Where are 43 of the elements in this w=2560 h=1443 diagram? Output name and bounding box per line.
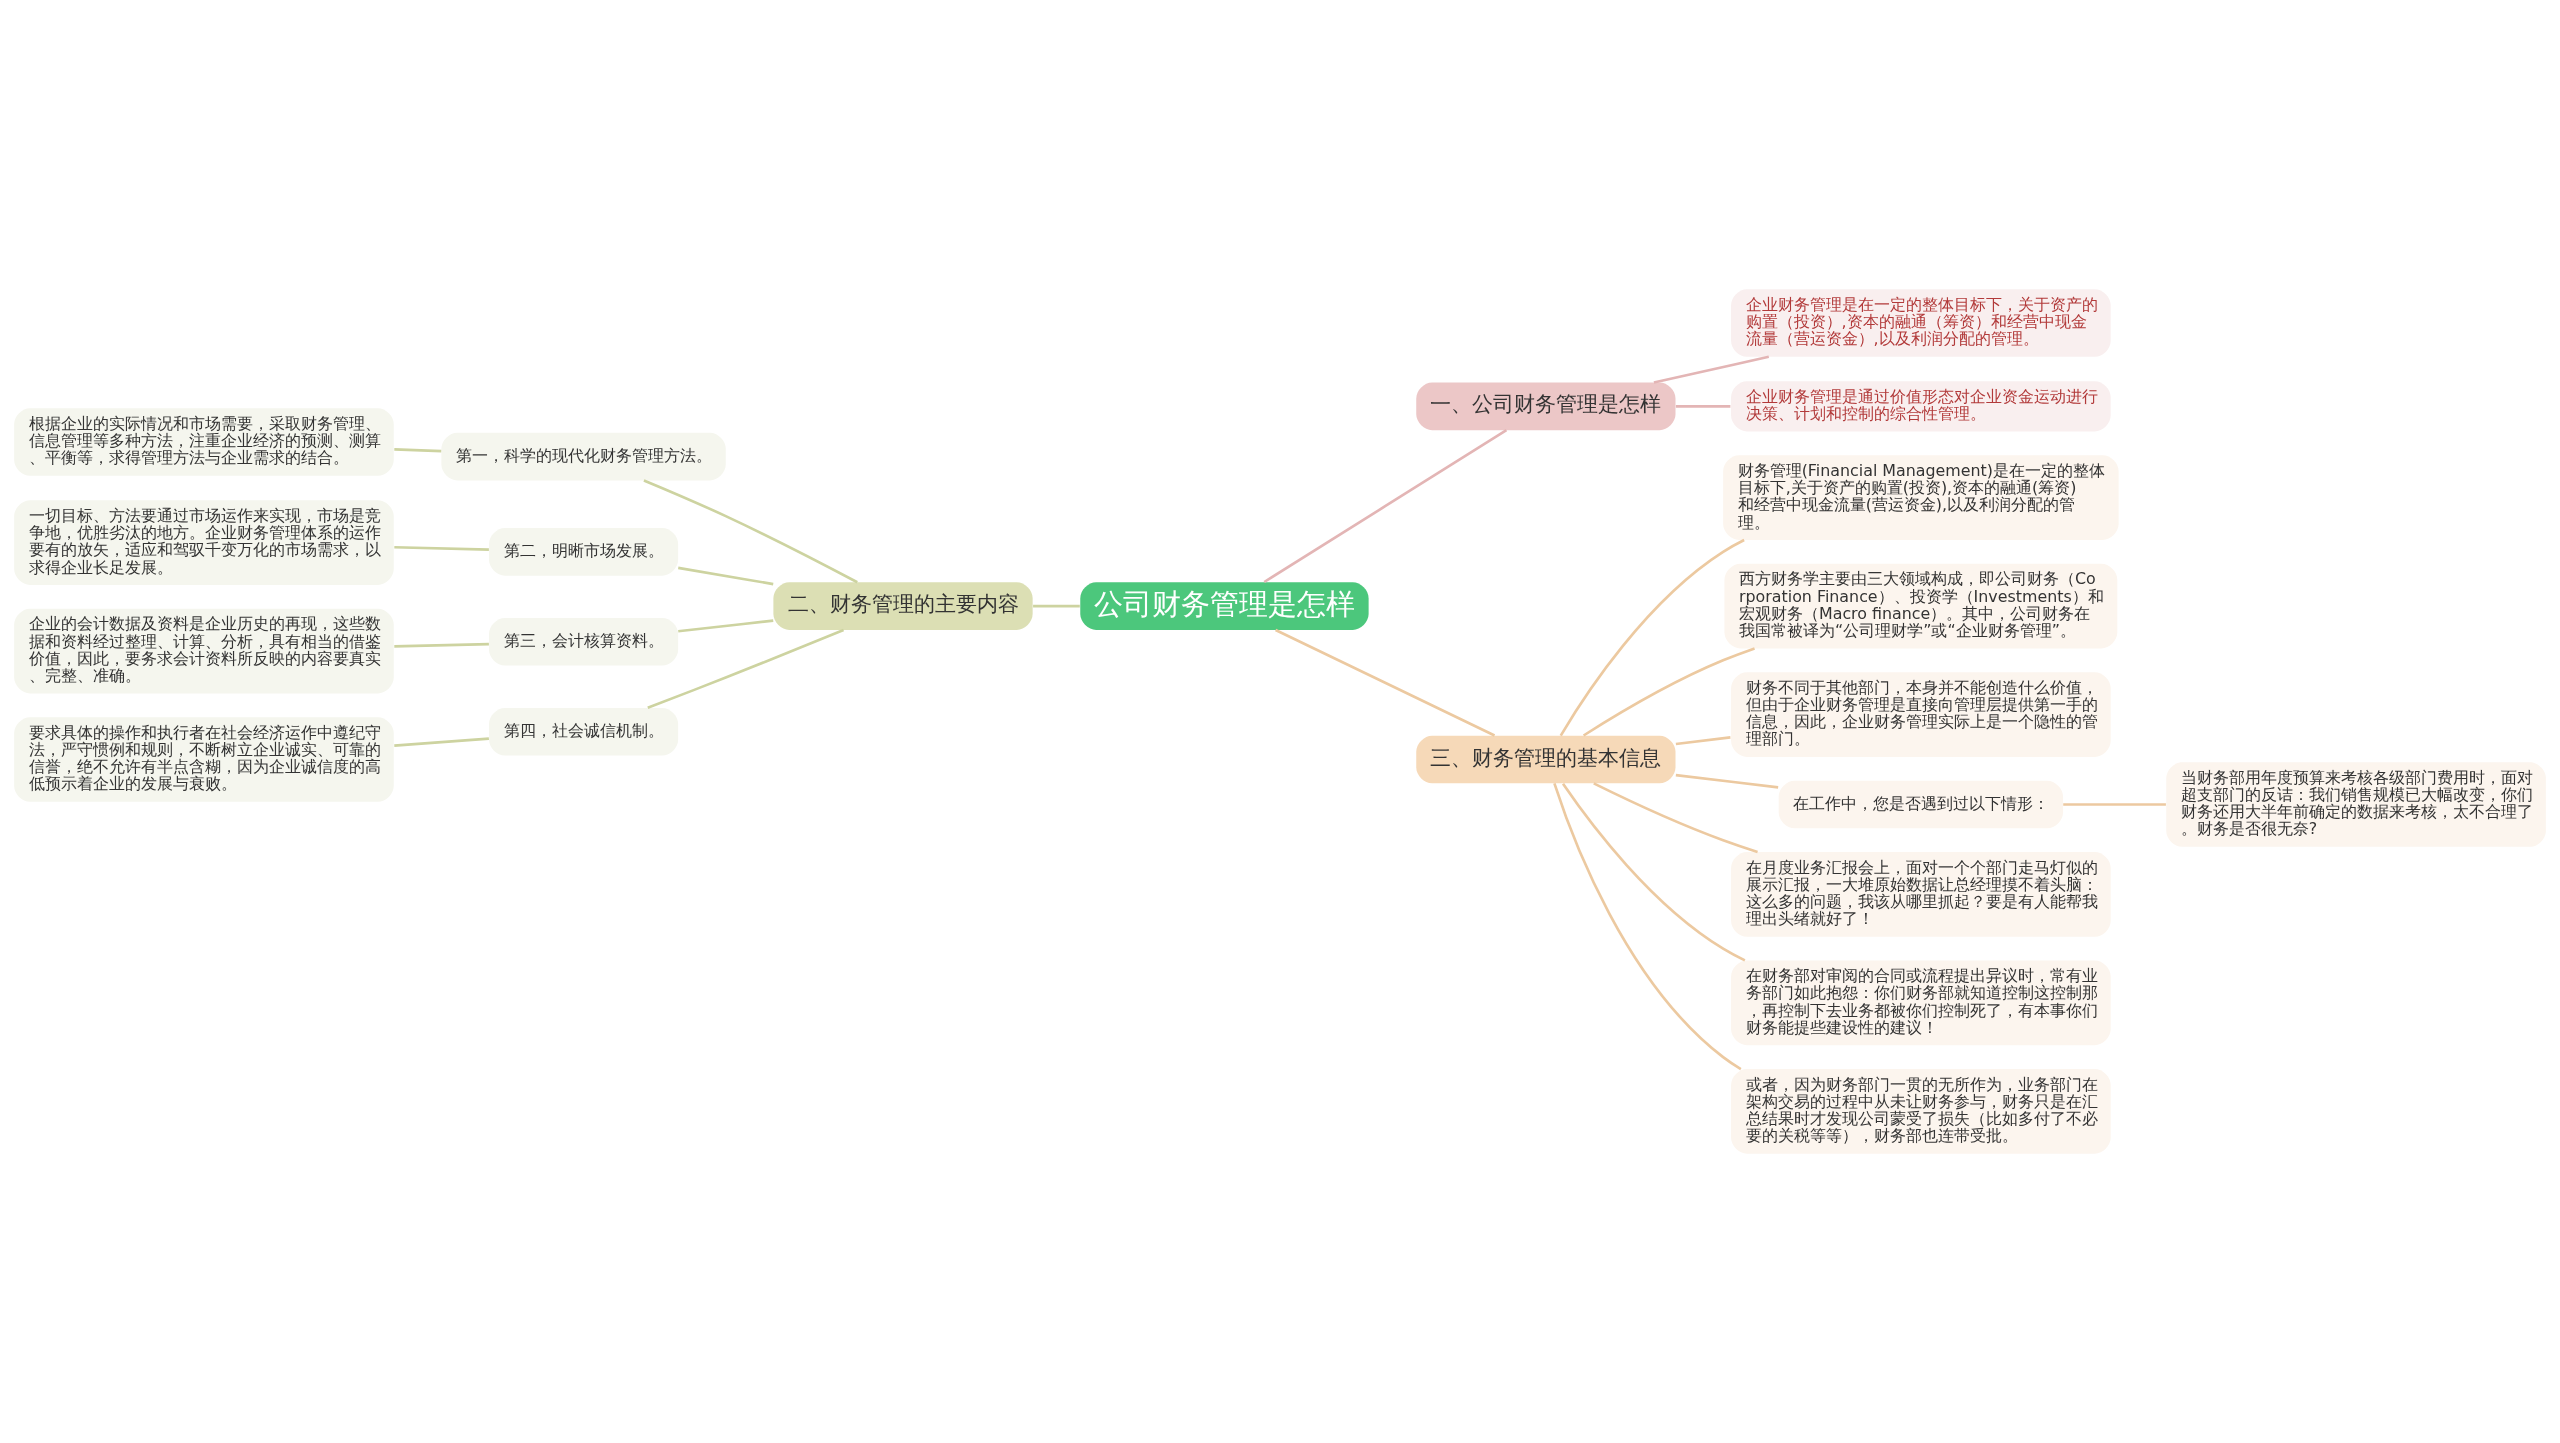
node-box: 第四，社会诚信机制。 <box>489 707 679 756</box>
node-box: 三、财务管理的基本信息 <box>1416 735 1676 784</box>
node-box: 企业财务管理是在一定的整体目标下，关于资产的购置（投资）,资本的融通（筹资）和经营中现金流量（营运资金）,以及利润分配的管理。 <box>1731 289 2111 357</box>
node-box: 或者，因为财务部门一贯的无所作为，业务部门在架构交易的过程中从未让财务参与，财务只是在汇总结果时才发现公司蒙受了损失（比如多付了不必要的关税等等），财务部也连带受批。 <box>1731 1069 2111 1154</box>
connector <box>1553 783 1742 1071</box>
connector <box>1559 538 1745 737</box>
node-box: 财务管理(Financial Management)是在一定的整体目标下,关于资产的购置(投资),资本的融通(筹资)和经营中现金流量(营运资金),以及利润分配的管理。 <box>1723 455 2119 540</box>
connector <box>1653 355 1770 384</box>
node-box: 公司财务管理是怎样 <box>1080 582 1369 630</box>
node-box: 第三，会计核算资料。 <box>489 618 679 666</box>
connector <box>1675 736 1731 746</box>
node-box: 西方财务学主要由三大领域构成，即公司财务（Corporation Finance）、投资学（Investments）和宏观财务（Macro finance）。其中，公司财务在我国常被译为“公司理财学”或“企业财务管理”。 <box>1724 563 2118 649</box>
node-box: 要求具体的操作和执行者在社会经济运作中遵纪守法，严守惯例和规则，不断树立企业诚实、可靠的信誉，绝不允许有半点含糊，因为企业诚信度的高低预示着企业的发展与衰败。 <box>14 717 394 802</box>
connector <box>1582 647 1755 737</box>
node-box: 第一，科学的现代化财务管理方法。 <box>441 432 726 481</box>
node-box: 第二，明晰市场发展。 <box>489 528 679 576</box>
connector <box>1675 773 1779 789</box>
connector <box>678 566 774 586</box>
node-box: 一切目标、方法要通过市场运作来实现，市场是竞争地，优胜劣汰的地方。企业财务管理体系的运作要有的放矢，适应和驾驭千变万化的市场需求，以求得企业长足发展。 <box>14 500 394 585</box>
node-box: 二、财务管理的主要内容 <box>773 582 1033 630</box>
node-box: 一、公司财务管理是怎样 <box>1416 382 1676 431</box>
node-box: 当财务部用年度预算来考核各级部门费用时，面对超支部门的反诘：我们销售规模已大幅改变，你们财务还用大半年前确定的数据来考核，太不合理了。财务是否很无奈? <box>2166 762 2546 847</box>
connector <box>1263 429 1508 584</box>
node-box: 根据企业的实际情况和市场需要，采取财务管理、信息管理等多种方法，注重企业经济的预测、测算、平衡等，求得管理方法与企业需求的结合。 <box>14 408 394 476</box>
connector <box>2063 803 2166 806</box>
node-box: 企业的会计数据及资料是企业历史的再现，这些数据和资料经过整理、计算、分析，具有相当的借鉴价值，因此，要务求会计资料所反映的内容要真实、完整、准确。 <box>14 608 394 694</box>
node-box: 财务不同于其他部门，本身并不能创造什么价值，但由于企业财务管理是直接向管理层提供第一手的信息，因此，企业财务管理实际上是一个隐性的管理部门。 <box>1731 672 2111 757</box>
node-box: 企业财务管理是通过价值形态对企业资金运动进行决策、计划和控制的综合性管理。 <box>1731 381 2111 432</box>
node-box: 在财务部对审阅的合同或流程提出异议时，常有业务部门如此抱怨：你们财务部就知道控制这控制那，再控制下去业务都被你们控制死了，有本事你们财务能提些建设性的建议！ <box>1731 960 2111 1046</box>
connector <box>394 448 442 453</box>
connector <box>1675 405 1731 408</box>
connector <box>647 628 845 710</box>
connector <box>643 479 858 584</box>
connector <box>394 737 489 747</box>
connector <box>394 642 489 648</box>
node-box: 在月度业务汇报会上，面对一个个部门走马灯似的展示汇报，一大堆原始数据让总经理摸不着头脑：这么多的问题，我该从哪里抓起？要是有人能帮我理出头绪就好了！ <box>1731 852 2111 937</box>
node-box: 在工作中，您是否遇到过以下情形： <box>1778 780 2064 829</box>
connector <box>678 619 774 633</box>
connector <box>1275 628 1496 737</box>
connector <box>1033 604 1080 608</box>
connector <box>1561 783 1746 962</box>
connector <box>394 545 489 551</box>
connector <box>1593 782 1758 854</box>
